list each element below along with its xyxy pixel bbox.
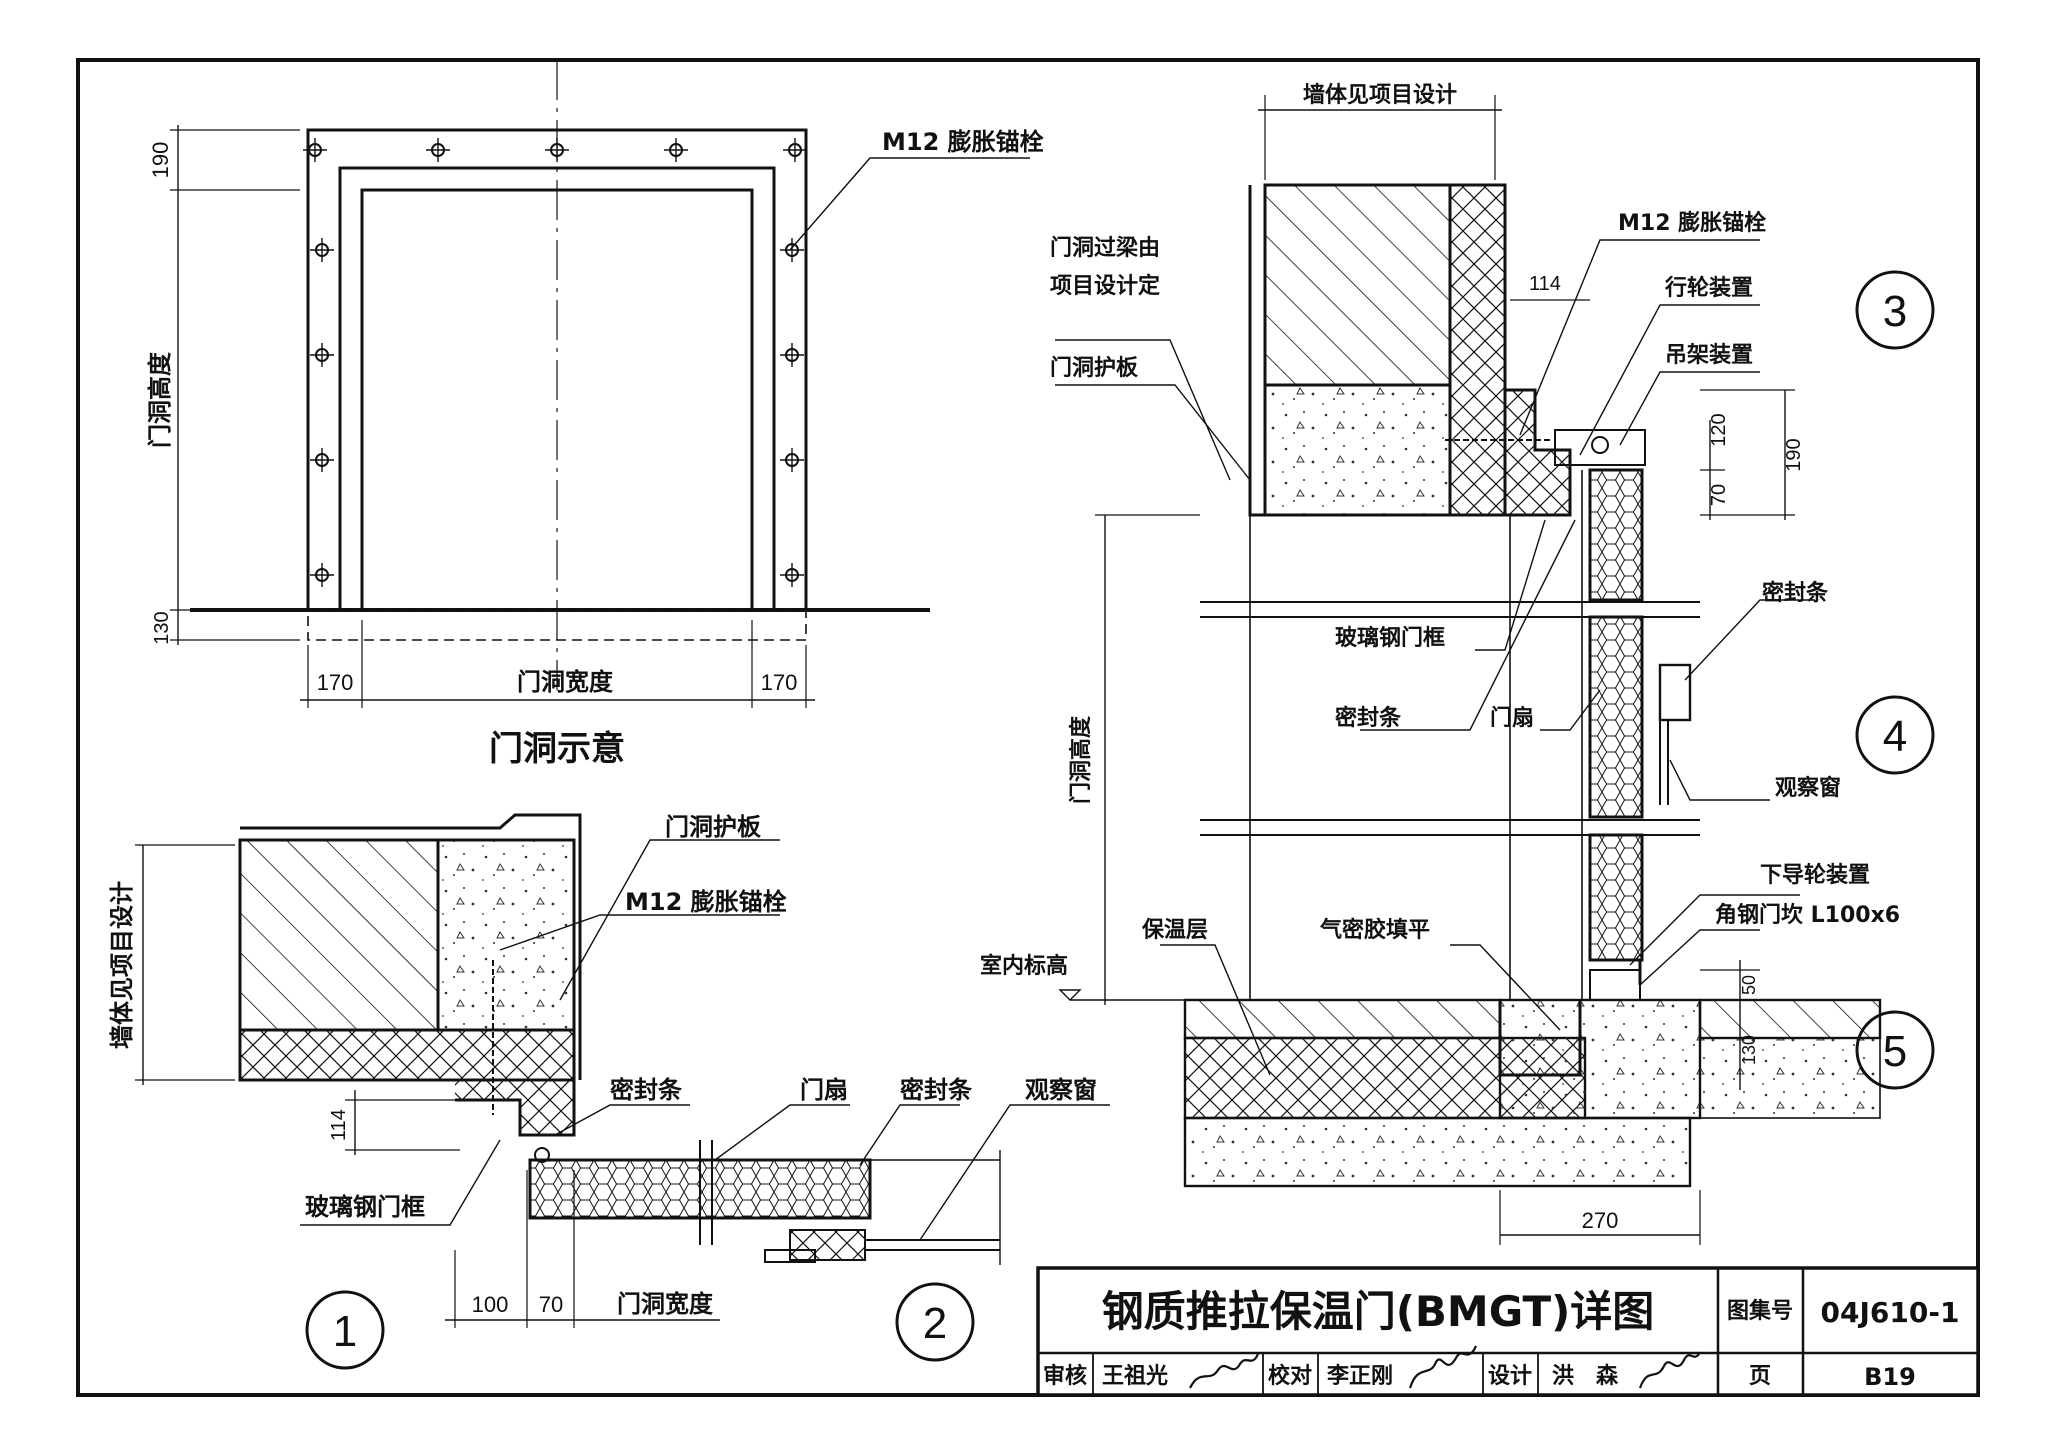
review-label: 审核 [1043, 1363, 1087, 1389]
section-frame-label: 玻璃钢门框 [1335, 625, 1445, 651]
check-name: 李正刚 [1326, 1364, 1393, 1389]
section-window-label: 观察窗 [1775, 775, 1841, 801]
section-angle-label: 角钢门坎 L100x6 [1715, 902, 1900, 928]
detail-marker-2: 2 [895, 1282, 975, 1362]
check-label: 校对 [1268, 1363, 1312, 1389]
sheet-border [76, 58, 1980, 1397]
fig1-width-label: 门洞宽度 [517, 668, 614, 696]
anchor-bolt-group [303, 138, 807, 587]
review-signature [1189, 1353, 1260, 1389]
anchor-bolt-cross [426, 138, 450, 162]
section-height-label: 门洞高度 [1068, 715, 1094, 804]
drawing-title: 钢质推拉保温门(BMGT)详图 [1102, 1287, 1655, 1336]
section-wall-label: 墙体见项目设计 [1303, 83, 1457, 108]
fig1-dim-right: 170 [761, 670, 798, 695]
title-block [1036, 1266, 1980, 1397]
anchor-bolt-cross [780, 343, 804, 367]
section-dim-190: 190 [1783, 438, 1805, 471]
section-door-leaf-label: 门扇 [1490, 705, 1534, 731]
section-lintel-line2: 项目设计定 [1050, 273, 1160, 299]
section-lintel-line1: 门洞过梁由 [1050, 235, 1160, 261]
detail-marker-4: 4 [1855, 695, 1935, 775]
atlas-number-value: 04J610-1 [1821, 1296, 1960, 1329]
detail-number-2: 2 [923, 1299, 947, 1348]
review-name: 王祖光 [1102, 1364, 1168, 1389]
plan-window-label: 观察窗 [1025, 1076, 1097, 1104]
section-hanger-label: 吊架装置 [1665, 342, 1753, 368]
detail-number-3: 3 [1883, 287, 1907, 336]
section-sealant-label: 气密胶填平 [1319, 917, 1430, 943]
fig1-dim-left: 170 [317, 670, 354, 695]
plan-frame-label: 玻璃钢门框 [305, 1193, 425, 1221]
design-name: 洪 森 [1552, 1363, 1619, 1389]
section-guide-label: 下导轮装置 [1760, 862, 1870, 888]
plan-anchor-label: M12 膨胀锚栓 [625, 888, 787, 916]
page-value: B19 [1864, 1363, 1916, 1391]
section-dim-130: 130 [1739, 1035, 1759, 1065]
plan-dim-114: 114 [328, 1109, 350, 1141]
anchor-bolt-cross [310, 238, 334, 262]
fig1-dim-top: 190 [148, 142, 173, 179]
section-guard-label: 门洞护板 [1050, 355, 1139, 381]
fig1-dim-bottom: 130 [151, 611, 173, 644]
design-label: 设计 [1488, 1364, 1532, 1389]
anchor-bolt-cross [310, 563, 334, 587]
page-label: 页 [1749, 1364, 1771, 1389]
section-dim-270: 270 [1582, 1208, 1619, 1233]
fig1-height-label: 门洞高度 [146, 351, 174, 448]
section-wheel-label: 行轮装置 [1664, 275, 1753, 301]
section-anchor-label: M12 膨胀锚栓 [1618, 210, 1766, 236]
section-dim-120: 120 [1708, 413, 1730, 446]
anchor-bolt-cross [664, 138, 688, 162]
plan-guard-label: 门洞护板 [665, 813, 762, 841]
anchor-bolt-cross [310, 448, 334, 472]
anchor-bolt-cross [783, 138, 807, 162]
section-dim-70: 70 [1708, 484, 1730, 506]
detail-marker-3: 3 [1855, 270, 1935, 350]
detail-number-5: 5 [1883, 1027, 1907, 1076]
fig1-anchor-label: M12 膨胀锚栓 [882, 128, 1044, 156]
section-dim-50: 50 [1739, 975, 1759, 995]
anchor-bolt-cross [780, 563, 804, 587]
plan-door-leaf-label: 门扇 [800, 1076, 848, 1104]
anchor-bolt-cross [310, 343, 334, 367]
plan-seal2-label: 密封条 [900, 1076, 973, 1104]
design-signature [1638, 1351, 1701, 1389]
plan-seal1-label: 密封条 [610, 1076, 683, 1104]
section-dim-114: 114 [1529, 273, 1561, 295]
detail-marker-5: 5 [1855, 1010, 1935, 1090]
anchor-bolt-cross [303, 138, 327, 162]
check-signature [1408, 1345, 1478, 1389]
detail-number-4: 4 [1883, 712, 1907, 761]
fig1-caption: 门洞示意 [489, 729, 625, 769]
anchor-bolt-cross [780, 448, 804, 472]
detail-marker-1: 1 [305, 1290, 385, 1370]
atlas-number-label: 图集号 [1727, 1298, 1793, 1324]
plan-wall-label: 墙体见项目设计 [108, 881, 136, 1049]
section-insulation-label: 保温层 [1141, 918, 1208, 943]
plan-dim-100: 100 [472, 1292, 509, 1317]
plan-width-label: 门洞宽度 [617, 1290, 714, 1318]
detail-number-1: 1 [333, 1307, 357, 1356]
anchor-bolt-cross [780, 238, 804, 262]
section-seal-right-label: 密封条 [1762, 580, 1829, 606]
vertical-section [1055, 95, 1882, 1245]
section-floor-label: 室内标高 [980, 953, 1068, 979]
plan-detail [135, 813, 1110, 1328]
plan-dim-70: 70 [539, 1292, 563, 1317]
section-seal-left-label: 密封条 [1335, 705, 1402, 731]
door-opening-elevation [170, 60, 1030, 708]
